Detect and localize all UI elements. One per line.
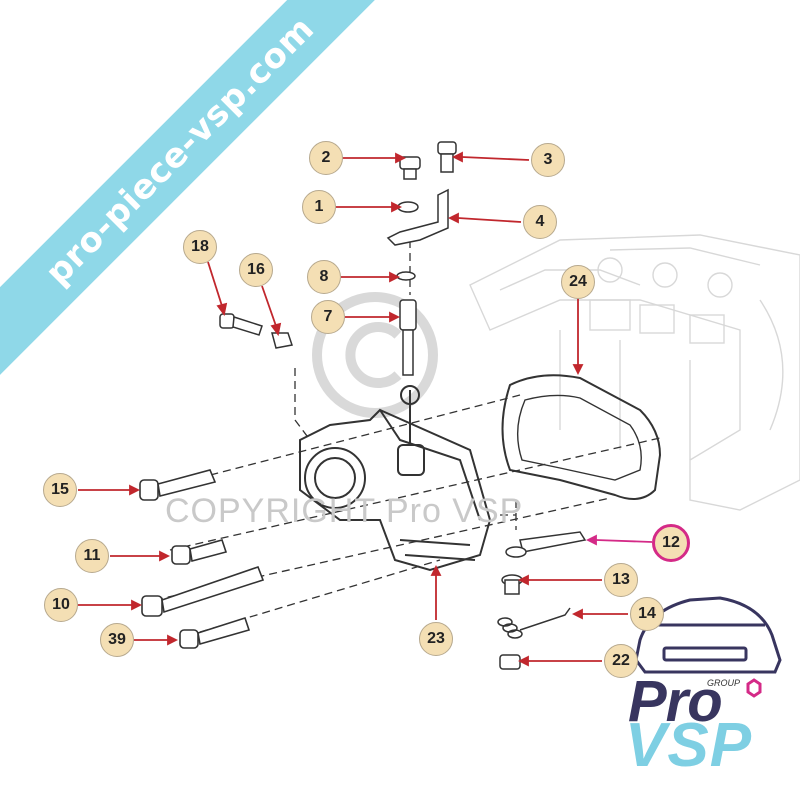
callout-14: 14 [630, 597, 664, 631]
callout-15: 15 [43, 473, 77, 507]
bushing-part-13 [501, 574, 523, 595]
callout-24: 24 [561, 265, 595, 299]
shaft-part-7 [399, 299, 417, 376]
callout-11: 11 [75, 539, 109, 573]
logo-hexagon-icon [746, 678, 762, 698]
throttle-body-housing-part-23 [299, 385, 492, 572]
bolt-part-15 [139, 469, 217, 501]
copyright-symbol-watermark [312, 292, 438, 418]
link-part-12 [505, 531, 587, 558]
callout-22: 22 [604, 644, 638, 678]
screw-part-18 [219, 313, 263, 336]
callout-10: 10 [44, 588, 78, 622]
spring-part-14 [497, 607, 571, 639]
leader-arrows [78, 151, 653, 667]
callout-4: 4 [523, 205, 557, 239]
logo-group-label: GROUP [707, 678, 741, 688]
nut-part-22 [499, 654, 521, 670]
logo-pro-text: Pro [628, 669, 723, 734]
callout-13: 13 [604, 563, 638, 597]
bolt-part-11 [171, 539, 228, 565]
callout-2: 2 [309, 141, 343, 175]
callout-1: 1 [302, 190, 336, 224]
screw-part-3 [437, 141, 457, 173]
callout-12-highlighted: 12 [652, 524, 690, 562]
callout-3: 3 [531, 143, 565, 177]
logo-vsp-text: VSP [625, 711, 753, 780]
washer-part-8 [396, 271, 416, 281]
copyright-watermark: COPYRIGHT Pro VSP [165, 492, 524, 530]
callout-8: 8 [307, 260, 341, 294]
lever-part-4 [386, 188, 449, 246]
callout-39: 39 [100, 623, 134, 657]
bolt-part-39 [179, 616, 251, 649]
callout-7: 7 [311, 300, 345, 334]
gasket-part-24 [501, 374, 662, 500]
assembly-guide-lines [154, 240, 661, 633]
callout-18: 18 [183, 230, 217, 264]
bolt-part-10 [141, 565, 265, 617]
callout-23: 23 [419, 622, 453, 656]
engine-block-outline [469, 234, 800, 511]
screw-part-2 [399, 156, 421, 180]
callout-16: 16 [239, 253, 273, 287]
nut-part-16 [271, 332, 293, 349]
